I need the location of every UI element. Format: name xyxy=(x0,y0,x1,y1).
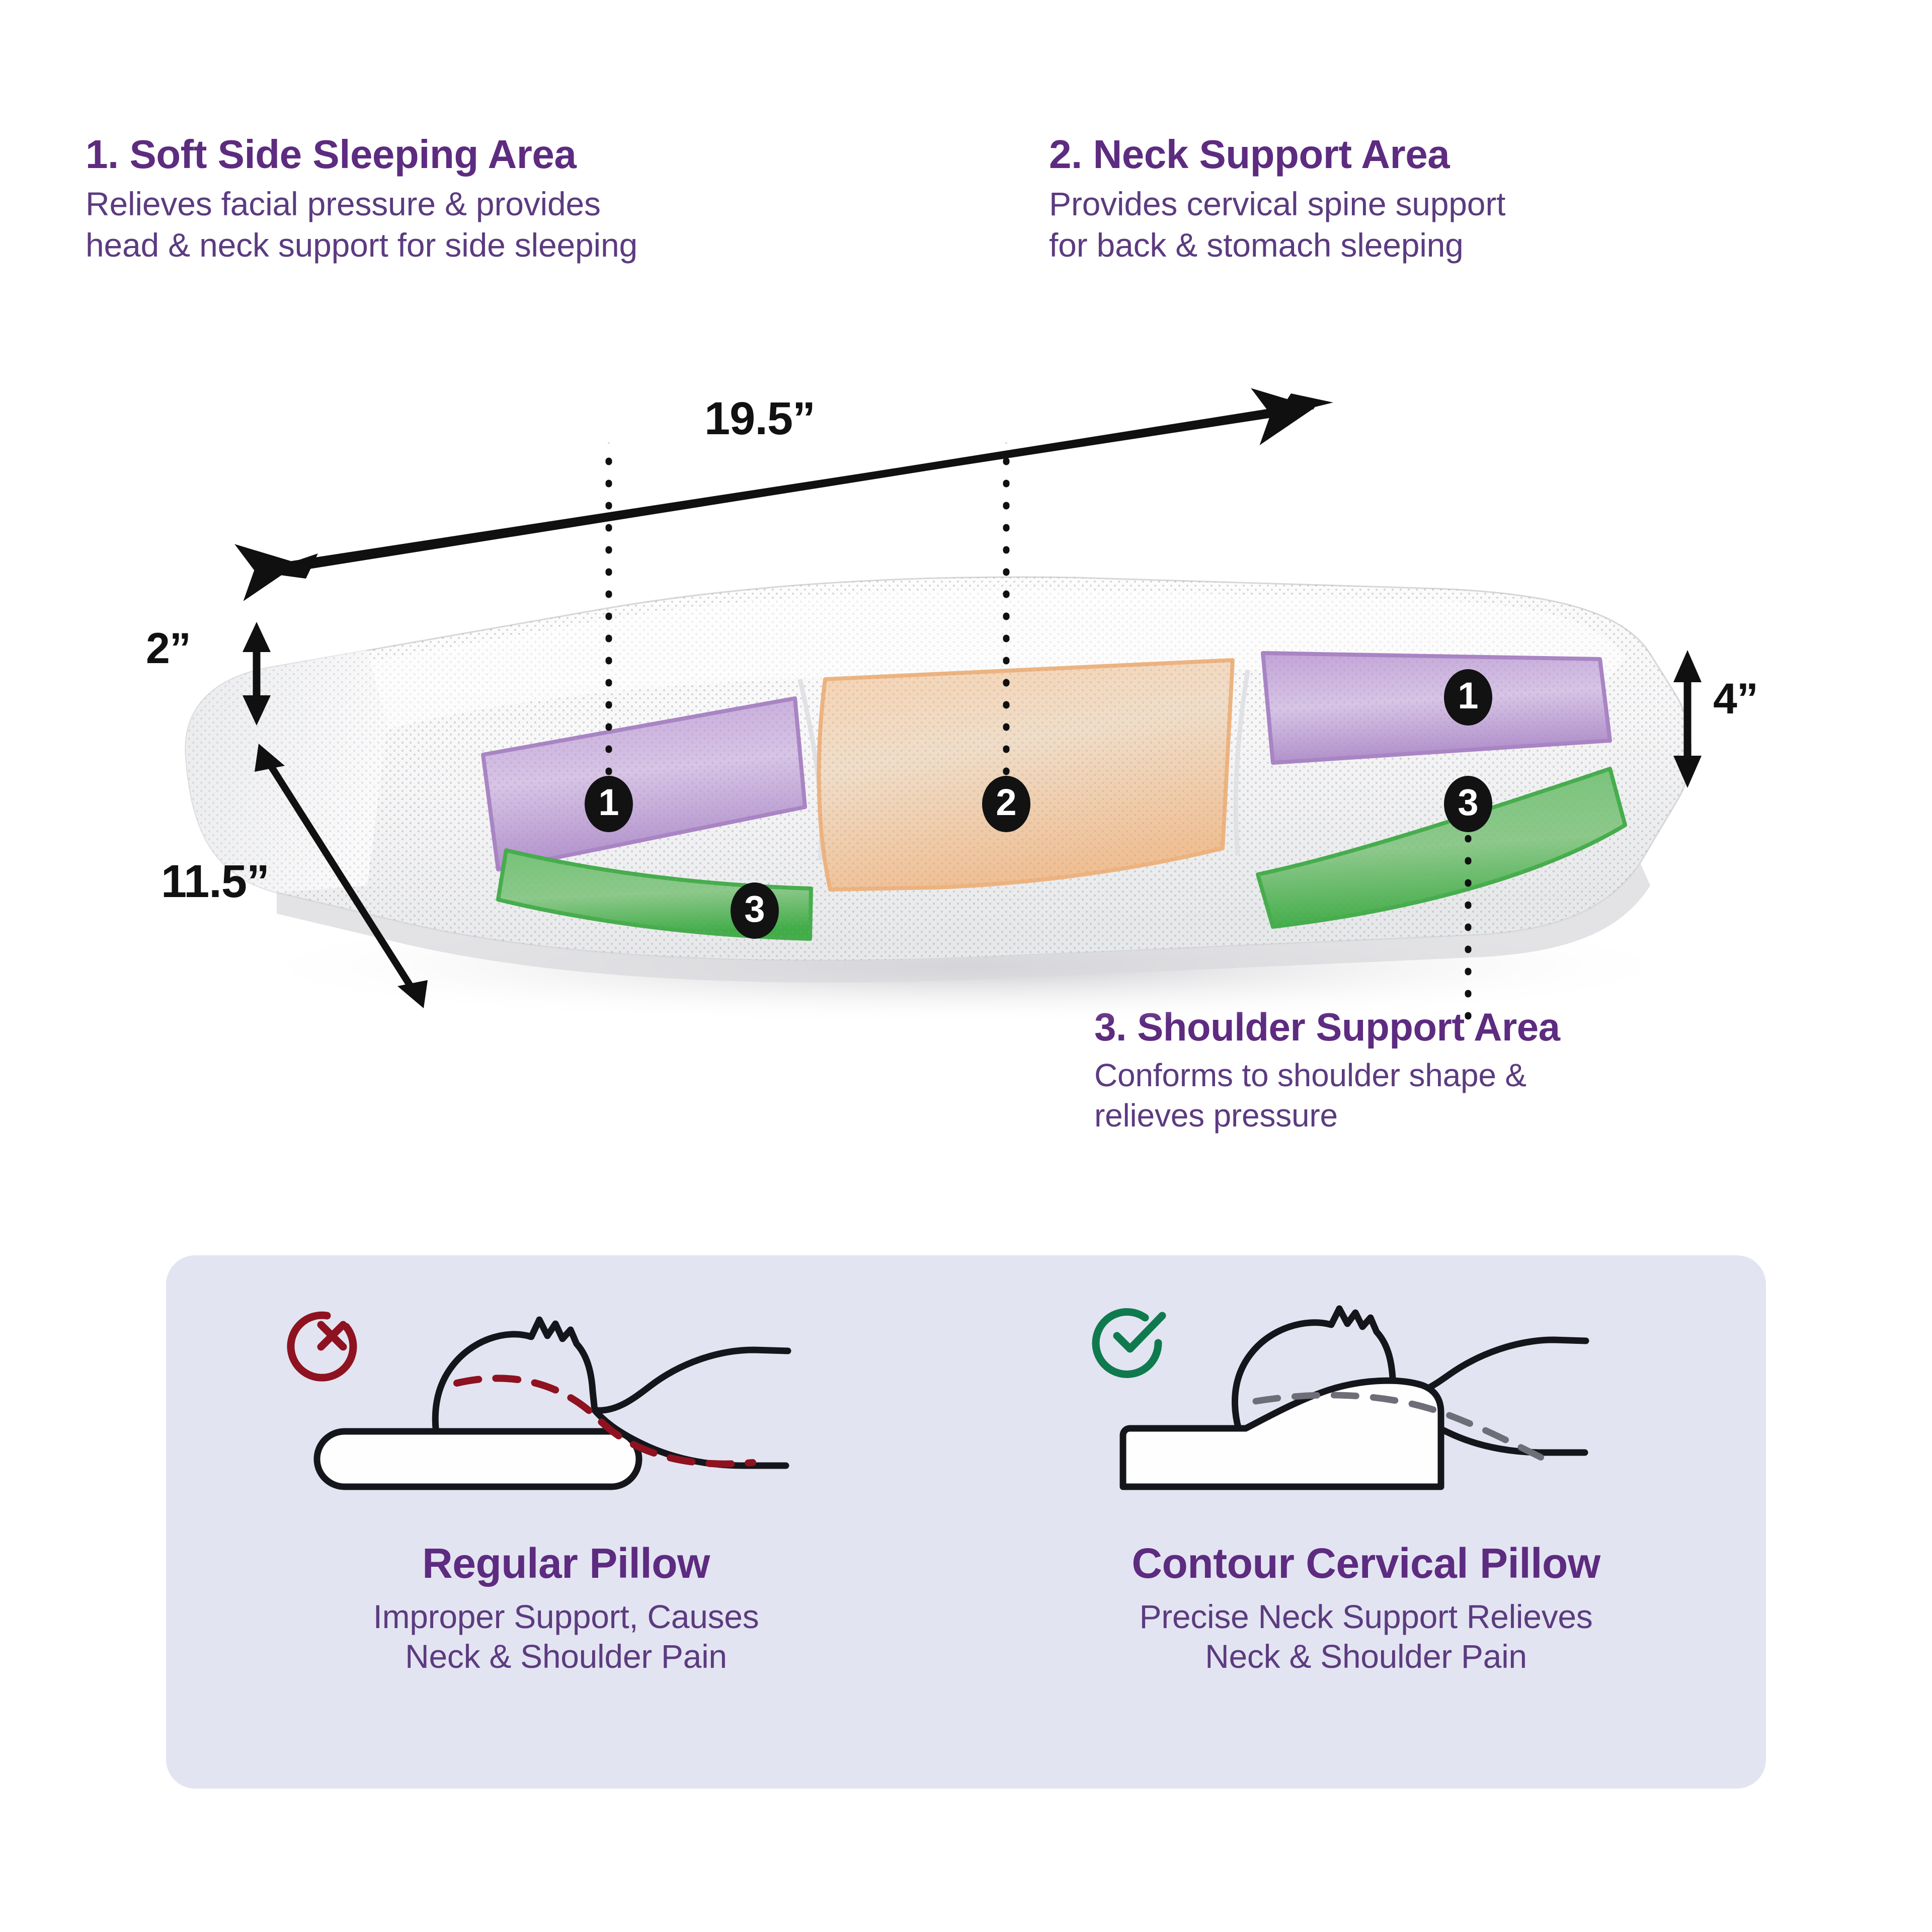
comparison-regular-pillow: Regular Pillow Improper Support, Causes … xyxy=(166,1255,966,1789)
spine-aligned-line xyxy=(1252,1392,1553,1465)
zone-shoulder-right xyxy=(1256,767,1627,929)
regular-pillow-svg xyxy=(287,1311,791,1490)
badge-3-right: 3 xyxy=(1444,776,1492,832)
zone-1-right-texture xyxy=(1263,653,1610,763)
circle-x-icon xyxy=(287,1311,357,1382)
depth-dimension-label: 11.5” xyxy=(161,856,270,907)
pillow-top-highlight xyxy=(267,589,1625,735)
feature-1-line-1: Relieves facial pressure & provides xyxy=(86,185,601,222)
badge-2-label: 2 xyxy=(996,781,1016,823)
badge-3-left: 3 xyxy=(731,882,779,939)
feature-3-line-1: Conforms to shoulder shape & xyxy=(1094,1057,1526,1093)
zone-side-sleeping-left xyxy=(481,696,807,871)
regular-pillow-shape xyxy=(313,1428,642,1490)
pillow-crease-right xyxy=(1233,670,1250,856)
pillow-illustration: 1 2 1 3 3 xyxy=(151,443,1786,1046)
contour-pillow-illustration xyxy=(966,1286,1766,1528)
comparison-contour-pillow: Contour Cervical Pillow Precise Neck Sup… xyxy=(966,1255,1766,1789)
width-dimension-label: 19.5” xyxy=(704,393,816,444)
comparison-panel: Regular Pillow Improper Support, Causes … xyxy=(166,1255,1766,1789)
regular-pillow-description: Improper Support, Causes Neck & Shoulder… xyxy=(373,1597,759,1676)
zone-side-sleeping-right xyxy=(1261,651,1612,765)
feature-2-line-1: Provides cervical spine support xyxy=(1049,185,1506,222)
contour-pillow-line-2: Neck & Shoulder Pain xyxy=(1205,1638,1527,1675)
feature-2-description: Provides cervical spine support for back… xyxy=(1049,183,1505,266)
badge-2: 2 xyxy=(982,776,1030,832)
pillow-bottom-band xyxy=(277,863,1650,983)
zone-neck-support xyxy=(817,658,1235,892)
zone-1-left-texture xyxy=(483,698,805,869)
left-height-dimension-label: 2” xyxy=(146,624,191,673)
regular-pillow-title: Regular Pillow xyxy=(422,1540,710,1587)
zone-2-texture xyxy=(819,660,1233,890)
circle-check-icon xyxy=(1092,1308,1166,1378)
feature-1-title: 1. Soft Side Sleeping Area xyxy=(86,132,577,177)
zone-badges: 1 2 1 3 3 xyxy=(585,669,1492,939)
badge-1-right: 1 xyxy=(1444,669,1492,726)
feature-3-description: Conforms to shoulder shape & relieves pr… xyxy=(1094,1055,1560,1136)
contour-pillow-title: Contour Cervical Pillow xyxy=(1132,1540,1600,1587)
zone-3-right-texture xyxy=(1258,769,1625,927)
pillow-diagram-svg: 1 2 1 3 3 xyxy=(185,443,1711,1030)
badge-1-right-label: 1 xyxy=(1458,675,1478,716)
badge-3-left-label: 3 xyxy=(744,888,765,930)
feature-callout-neck-support: 2. Neck Support Area Provides cervical s… xyxy=(1049,133,1505,266)
feature-3-line-2: relieves pressure xyxy=(1094,1097,1338,1134)
badge-1-left: 1 xyxy=(585,776,633,832)
badge-1-left-label: 1 xyxy=(598,781,619,823)
feature-callout-side-sleeping: 1. Soft Side Sleeping Area Relieves faci… xyxy=(86,133,637,266)
contour-pillow-description: Precise Neck Support Relieves Neck & Sho… xyxy=(1139,1597,1592,1676)
regular-pillow-line-1: Improper Support, Causes xyxy=(373,1598,759,1635)
contour-pillow-shape xyxy=(1119,1377,1444,1490)
feature-1-description: Relieves facial pressure & provides head… xyxy=(86,183,637,266)
badge-3-right-label: 3 xyxy=(1458,781,1478,823)
feature-2-title: 2. Neck Support Area xyxy=(1049,132,1450,177)
leader-lines xyxy=(605,443,1472,1030)
contour-pillow-line-1: Precise Neck Support Relieves xyxy=(1139,1598,1593,1635)
feature-2-line-2: for back & stomach sleeping xyxy=(1049,226,1464,264)
spine-misaligned-line xyxy=(453,1375,756,1468)
contour-pillow-svg xyxy=(1092,1305,1589,1490)
feature-1-line-2: head & neck support for side sleeping xyxy=(86,226,637,264)
regular-pillow-illustration xyxy=(166,1286,966,1528)
right-height-dimension-label: 4” xyxy=(1713,675,1758,723)
regular-pillow-line-2: Neck & Shoulder Pain xyxy=(405,1638,727,1675)
